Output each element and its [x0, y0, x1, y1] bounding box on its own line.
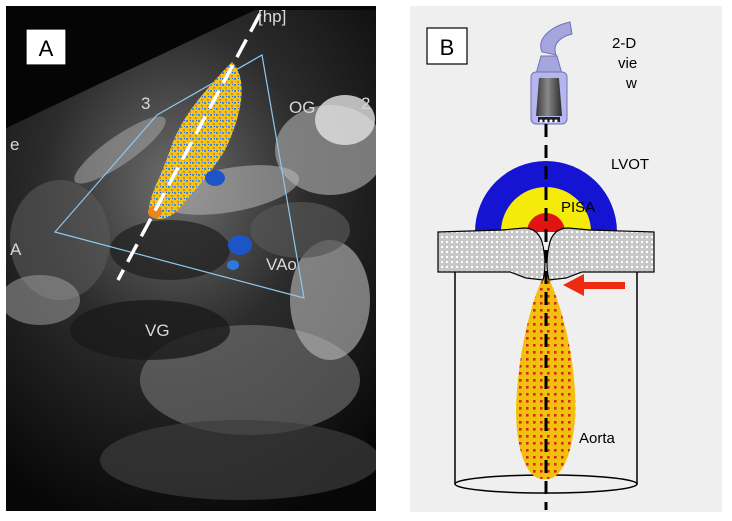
panel-b-diagram: B 2-D vie w [410, 6, 722, 512]
pisa-label: PISA [561, 199, 595, 216]
echo-left-label-e: e [10, 135, 19, 154]
echo-marker-2: 2 [361, 94, 370, 113]
probe-transducer-icon [530, 21, 573, 125]
view-label-line-3: w [625, 75, 637, 92]
panel-b-label-box [426, 27, 468, 65]
panel-a-echo-image: [hp] OG VAo VG e A 3 2 [6, 6, 376, 511]
echo-header-label: [hp] [258, 7, 286, 26]
view-label-line-2: vie [618, 55, 637, 72]
echo-label-og: OG [289, 98, 315, 117]
echo-left-label-a: A [10, 240, 22, 259]
valve-leaflets [437, 227, 655, 281]
alignment-dashed-line [116, 13, 262, 281]
view-label-line-1: 2-D [612, 35, 636, 52]
panel-b-label: B [440, 35, 455, 60]
color-doppler-box [53, 54, 305, 299]
panel-a-label-box: A [25, 28, 67, 66]
echo-marker-3: 3 [141, 94, 150, 113]
lvot-label: LVOT [611, 156, 649, 173]
panel-a-label: A [39, 36, 54, 61]
echo-label-vao: VAo [266, 255, 297, 274]
red-arrow-icon [563, 274, 625, 296]
echo-label-vg: VG [145, 321, 170, 340]
aorta-label: Aorta [579, 430, 616, 447]
regurgitant-jet [516, 272, 576, 480]
